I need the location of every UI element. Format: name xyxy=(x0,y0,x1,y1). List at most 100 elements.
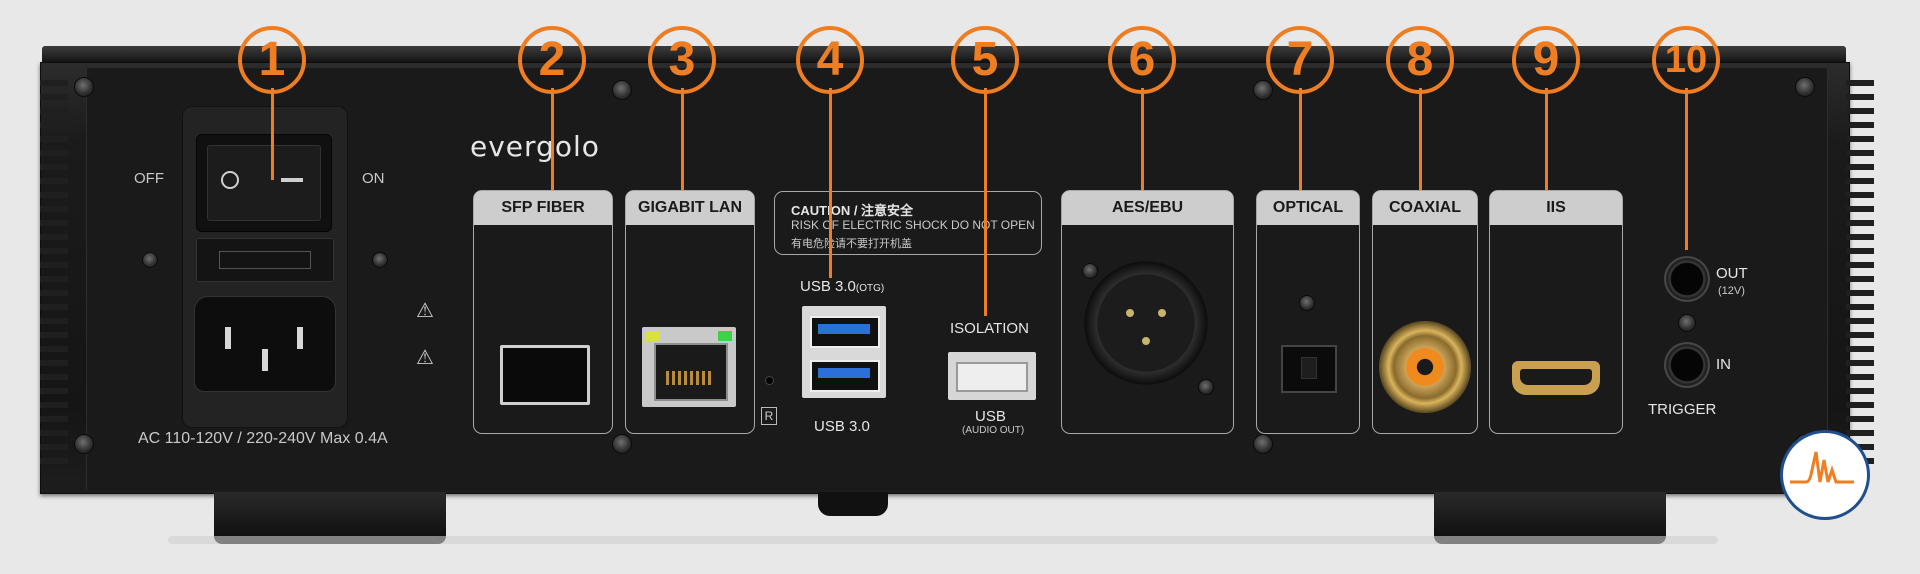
heatsink-fin xyxy=(40,192,68,198)
callout-leader-5 xyxy=(984,88,987,316)
heatsink-fin xyxy=(1846,150,1874,156)
usb-port[interactable] xyxy=(810,360,880,392)
heatsink-fin xyxy=(1846,304,1874,310)
callout-9: 9 xyxy=(1512,26,1580,94)
toslink-port[interactable] xyxy=(1281,345,1337,393)
heatsink-fin xyxy=(40,164,68,170)
switch-off-symbol xyxy=(221,171,239,189)
heatsink-fin xyxy=(1846,234,1874,240)
heatsink-fin xyxy=(1846,276,1874,282)
callout-leader-8 xyxy=(1419,88,1422,190)
shadow xyxy=(168,536,1718,544)
heatsink-fin xyxy=(40,80,68,86)
heatsink-fins-left xyxy=(40,80,88,480)
heatsink-fin xyxy=(40,304,68,310)
heatsink-fin xyxy=(40,276,68,282)
isolated-usb-port[interactable] xyxy=(948,352,1036,400)
rear-panel xyxy=(86,68,1828,490)
callout-6: 6 xyxy=(1108,26,1176,94)
hdmi-i2s-port[interactable] xyxy=(1512,361,1600,395)
heatsink-fins-right xyxy=(1826,80,1874,480)
heatsink-fin xyxy=(40,290,68,296)
iis-port-box: IIS xyxy=(1489,190,1623,434)
heatsink-fin xyxy=(1846,178,1874,184)
heatsink-fin xyxy=(40,220,68,226)
shock-warning-icon: ⚠ xyxy=(416,347,434,369)
callout-leader-9 xyxy=(1545,88,1548,190)
screw xyxy=(74,434,94,454)
screw xyxy=(612,434,632,454)
isolation-usb-label: USB xyxy=(975,408,1006,425)
reset-hole[interactable] xyxy=(765,376,774,385)
heatsink-fin xyxy=(40,94,68,100)
rj45-port[interactable] xyxy=(642,327,736,407)
rca-coaxial-port[interactable] xyxy=(1379,321,1471,413)
warning-icon: ⚠ xyxy=(416,300,434,322)
waveform-icon xyxy=(1780,430,1870,520)
fuse-holder xyxy=(196,238,334,282)
heatsink-fin xyxy=(40,178,68,184)
foot-right xyxy=(1434,492,1666,544)
heatsink-fin xyxy=(1846,402,1874,408)
heatsink-fin xyxy=(1846,360,1874,366)
heatsink-fin xyxy=(1846,332,1874,338)
screw xyxy=(1198,379,1214,395)
heatsink-fin xyxy=(40,346,68,352)
screw xyxy=(142,252,158,268)
foot-left xyxy=(214,492,446,544)
sfp-port-box: SFP FIBER xyxy=(473,190,613,434)
heatsink-fin xyxy=(40,108,68,114)
heatsink-fin xyxy=(1846,206,1874,212)
heatsink-fin xyxy=(40,248,68,254)
usb-bottom-label: USB 3.0 xyxy=(814,418,870,435)
coaxial-port-box: COAXIAL xyxy=(1372,190,1478,434)
switch-on-symbol xyxy=(281,178,303,182)
callout-leader-3 xyxy=(681,88,684,190)
coaxial-label: COAXIAL xyxy=(1373,191,1477,225)
trigger-in-label: IN xyxy=(1716,356,1731,373)
xlr-connector[interactable] xyxy=(1084,261,1208,385)
optical-port-box: OPTICAL xyxy=(1256,190,1360,434)
callout-4: 4 xyxy=(796,26,864,94)
heatsink-fin xyxy=(40,318,68,324)
heatsink-fin xyxy=(1846,318,1874,324)
callout-leader-7 xyxy=(1299,88,1302,190)
heatsink-fin xyxy=(40,360,68,366)
heatsink-fin xyxy=(1846,220,1874,226)
iis-label: IIS xyxy=(1490,191,1622,225)
heatsink-fin xyxy=(40,388,68,394)
heatsink-fin xyxy=(40,458,68,464)
center-foot xyxy=(818,492,888,516)
power-switch[interactable] xyxy=(196,134,332,232)
heatsink-fin xyxy=(40,430,68,436)
trigger-out-jack[interactable] xyxy=(1664,256,1710,302)
aes-port-box: AES/EBU xyxy=(1061,190,1234,434)
screw xyxy=(612,80,632,100)
brand-logo: evergolo xyxy=(470,130,600,163)
heatsink-fin xyxy=(1846,248,1874,254)
lan-port-box: GIGABIT LAN xyxy=(625,190,755,434)
usb-otg-port[interactable] xyxy=(810,316,880,348)
trigger-in-jack[interactable] xyxy=(1664,342,1710,388)
trigger-out-sub: (12V) xyxy=(1718,285,1745,297)
callout-leader-1 xyxy=(271,88,274,180)
trigger-label: TRIGGER xyxy=(1648,401,1717,418)
callout-10: 10 xyxy=(1652,26,1720,94)
screw xyxy=(1253,434,1273,454)
heatsink-fin xyxy=(1846,94,1874,100)
caution-title: CAUTION / 注意安全 xyxy=(791,203,914,218)
sfp-label: SFP FIBER xyxy=(474,191,612,225)
power-rating: AC 110-120V / 220-240V Max 0.4A xyxy=(138,430,388,447)
isolation-label: ISOLATION xyxy=(950,320,1029,337)
screw xyxy=(1253,80,1273,100)
iec-power-inlet[interactable] xyxy=(194,296,336,392)
callout-leader-4 xyxy=(829,88,832,278)
off-label: OFF xyxy=(134,170,164,187)
sfp-cage[interactable] xyxy=(500,345,590,405)
usb-otg-sub: (OTG) xyxy=(855,283,885,294)
callout-leader-2 xyxy=(551,88,554,190)
heatsink-fin xyxy=(40,332,68,338)
screw xyxy=(372,252,388,268)
heatsink-fin xyxy=(40,150,68,156)
callout-leader-10 xyxy=(1685,88,1688,250)
